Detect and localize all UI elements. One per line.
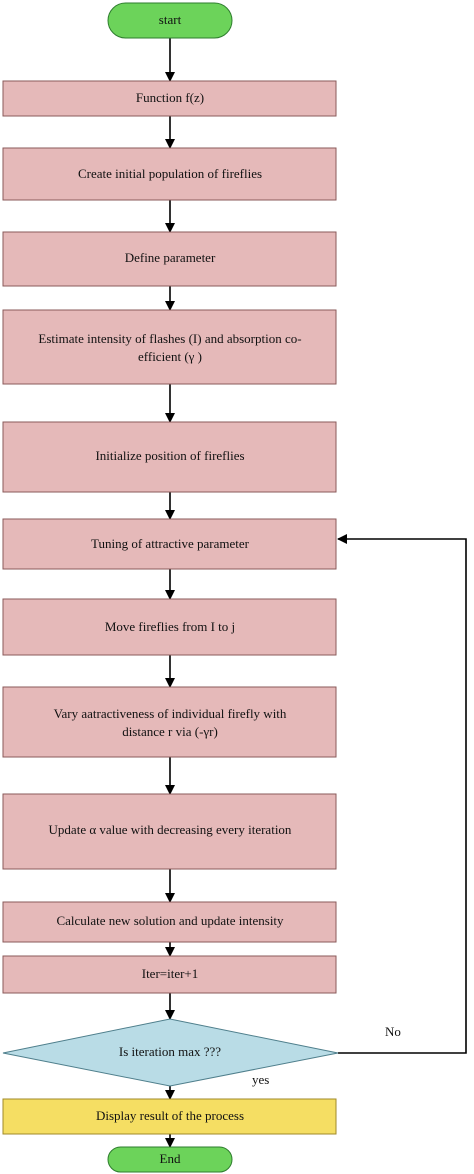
- estimate-intensity-label-line2: efficient (γ ): [138, 349, 202, 364]
- decision-diamond: [2, 1018, 339, 1087]
- loop-back-arrow-no: [337, 534, 467, 1054]
- vary-attractiveness-label-line1: Vary aatractiveness of individual firefl…: [54, 706, 287, 721]
- create-population-box: [2, 147, 337, 201]
- estimate-intensity-box: [2, 309, 337, 385]
- node-tuning: Tuning of attractive parameter: [2, 518, 337, 570]
- connectors: [165, 38, 467, 1148]
- node-function: Function f(z): [2, 80, 337, 117]
- node-create-population: Create initial population of fireflies: [2, 147, 337, 201]
- node-decision: Is iteration max ???: [2, 1018, 339, 1087]
- node-vary-attractiveness: Vary aatractiveness of individual firefl…: [2, 686, 337, 758]
- node-end: End: [107, 1146, 233, 1173]
- vary-attractiveness-box: [2, 686, 337, 758]
- start-label: start: [159, 12, 182, 27]
- display-result-label: Display result of the process: [96, 1108, 244, 1123]
- start-terminal-shape: [107, 2, 233, 39]
- initialize-position-box: [2, 421, 337, 493]
- update-alpha-label: Update α value with decreasing every ite…: [49, 822, 292, 837]
- function-label: Function f(z): [136, 90, 204, 105]
- end-terminal-shape: [107, 1146, 233, 1173]
- define-parameter-box: [2, 231, 337, 287]
- vary-attractiveness-label-line2: distance r via (-γr): [122, 724, 218, 739]
- node-start: start: [107, 2, 233, 39]
- node-calculate-solution: Calculate new solution and update intens…: [2, 901, 337, 943]
- decision-label: Is iteration max ???: [119, 1044, 221, 1059]
- display-result-box: [2, 1098, 337, 1135]
- update-alpha-box: [2, 793, 337, 870]
- iter-increment-label: Iter=iter+1: [142, 966, 199, 981]
- edge-label-no: No: [385, 1024, 401, 1039]
- end-label: End: [160, 1151, 181, 1166]
- estimate-intensity-label-line1: Estimate intensity of flashes (I) and ab…: [38, 331, 301, 346]
- node-estimate-intensity: Estimate intensity of flashes (I) and ab…: [2, 309, 337, 385]
- iter-increment-box: [2, 955, 337, 994]
- calculate-solution-label: Calculate new solution and update intens…: [56, 913, 284, 928]
- edge-label-yes: yes: [252, 1072, 269, 1087]
- node-iter-increment: Iter=iter+1: [2, 955, 337, 994]
- create-population-label: Create initial population of fireflies: [78, 166, 262, 181]
- initialize-position-label: Initialize position of fireflies: [95, 448, 244, 463]
- function-process-box: [2, 80, 337, 117]
- define-parameter-label: Define parameter: [125, 250, 216, 265]
- node-initialize-position: Initialize position of fireflies: [2, 421, 337, 493]
- node-update-alpha: Update α value with decreasing every ite…: [2, 793, 337, 870]
- tuning-label: Tuning of attractive parameter: [91, 536, 250, 551]
- move-fireflies-label: Move fireflies from I to j: [105, 619, 235, 634]
- move-fireflies-box: [2, 598, 337, 656]
- node-move-fireflies: Move fireflies from I to j: [2, 598, 337, 656]
- node-define-parameter: Define parameter: [2, 231, 337, 287]
- calculate-solution-box: [2, 901, 337, 943]
- tuning-box: [2, 518, 337, 570]
- node-display-result: Display result of the process: [2, 1098, 337, 1135]
